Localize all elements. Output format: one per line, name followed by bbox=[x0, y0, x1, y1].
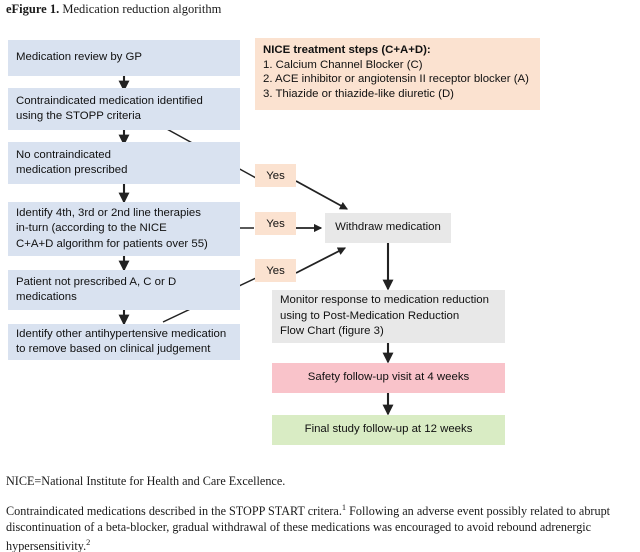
flow-box-safety-followup[interactable]: Safety follow-up visit at 4 weeks bbox=[272, 363, 505, 393]
decision-label-yes-2[interactable]: Yes bbox=[255, 212, 296, 235]
footnote-reference-2: 2 bbox=[86, 538, 91, 548]
footnote-note-part-1: Contraindicated medications described in… bbox=[6, 504, 342, 519]
flow-box-label: Medication review by GP bbox=[16, 51, 142, 64]
nice-step-2: 2. ACE inhibitor or angiotensin II recep… bbox=[263, 73, 529, 86]
decision-label-text: Yes bbox=[266, 217, 285, 230]
nice-panel-title: NICE treatment steps (C+A+D): bbox=[263, 44, 431, 56]
decision-label-text: Yes bbox=[266, 169, 285, 182]
flow-box-medication-review[interactable]: Medication review by GP bbox=[8, 40, 240, 76]
flow-box-contraindicated-identified[interactable]: Contraindicated medication identified us… bbox=[8, 88, 240, 130]
nice-treatment-steps-panel: NICE treatment steps (C+A+D): 1. Calcium… bbox=[255, 38, 540, 110]
footnote-note-part-2: Following an adverse event possibly rela… bbox=[6, 504, 611, 552]
nice-step-3: 3. Thiazide or thiazide-like diuretic (D… bbox=[263, 87, 454, 100]
flow-box-no-contraindicated[interactable]: No contraindicated medication prescribed bbox=[8, 142, 240, 184]
flow-box-label: Final study follow-up at 12 weeks bbox=[304, 423, 473, 436]
footnote-abbreviation: NICE=National Institute for Health and C… bbox=[6, 474, 286, 488]
flow-box-final-followup[interactable]: Final study follow-up at 12 weeks bbox=[272, 415, 505, 445]
figure-label: eFigure 1. bbox=[6, 2, 60, 16]
flow-box-label: Patient not prescribed A, C or D medicat… bbox=[16, 275, 177, 304]
flow-box-label: Contraindicated medication identified us… bbox=[16, 94, 203, 123]
flow-box-identify-lines[interactable]: Identify 4th, 3rd or 2nd line therapies … bbox=[8, 202, 240, 256]
flow-box-label: Safety follow-up visit at 4 weeks bbox=[307, 371, 470, 384]
flow-box-label: Identify other antihypertensive medicati… bbox=[16, 327, 227, 356]
flow-box-label: Withdraw medication bbox=[335, 221, 441, 234]
decision-label-text: Yes bbox=[266, 264, 285, 277]
flow-box-label: No contraindicated medication prescribed bbox=[16, 148, 128, 177]
decision-label-yes-1[interactable]: Yes bbox=[255, 164, 296, 187]
page-title: eFigure 1. Medication reduction algorith… bbox=[6, 2, 626, 17]
flow-box-label: Identify 4th, 3rd or 2nd line therapies … bbox=[16, 206, 208, 250]
nice-step-1: 1. Calcium Channel Blocker (C) bbox=[263, 58, 423, 71]
decision-label-yes-3[interactable]: Yes bbox=[255, 259, 296, 282]
flow-box-identify-other[interactable]: Identify other antihypertensive medicati… bbox=[8, 324, 240, 360]
flow-box-withdraw-medication[interactable]: Withdraw medication bbox=[325, 213, 451, 243]
footnote-reference-1: 1 bbox=[341, 503, 347, 512]
flow-box-monitor-response[interactable]: Monitor response to medication reduction… bbox=[272, 290, 505, 343]
flow-box-label: Monitor response to medication reduction… bbox=[280, 294, 489, 338]
figure-caption: Medication reduction algorithm bbox=[62, 2, 222, 16]
flow-box-not-prescribed-acd[interactable]: Patient not prescribed A, C or D medicat… bbox=[8, 270, 240, 310]
footnote-note: Contraindicated medications described in… bbox=[6, 500, 630, 552]
